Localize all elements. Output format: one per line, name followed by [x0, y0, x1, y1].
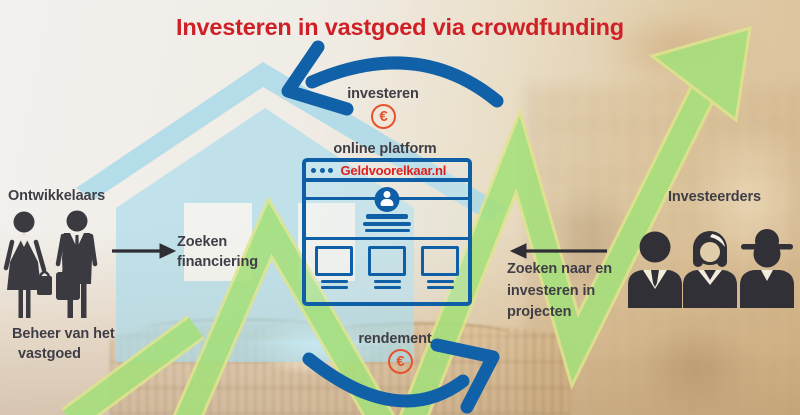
- platform-label: online platform: [333, 141, 437, 157]
- browser-dot-icon: [311, 167, 316, 173]
- developers-caption-line1: Beheer van het: [12, 326, 115, 342]
- card-text-line: [373, 280, 401, 283]
- project-cards-row: [306, 240, 468, 289]
- man-with-hat-bust-icon: [740, 229, 794, 308]
- euro-icon: €: [371, 104, 396, 129]
- card-image-box: [421, 246, 459, 276]
- text-placeholder-line: [366, 214, 408, 219]
- browser-window: Geldvoorelkaar.nl: [302, 158, 472, 306]
- developers-caption: Beheer van het vastgoed: [12, 324, 115, 364]
- project-card: [315, 246, 353, 289]
- profile-head: [383, 191, 391, 198]
- handbag-icon: [38, 270, 51, 277]
- investors-action-label: Zoeken naar en investeren in projecten: [507, 259, 612, 324]
- page-title: Investeren in vastgoed via crowdfunding: [176, 14, 624, 40]
- site-name: Geldvoorelkaar.nl: [340, 162, 447, 178]
- businesswoman-bust-icon: [683, 231, 737, 308]
- invest-flow-label: investeren: [347, 86, 419, 102]
- browser-titlebar: Geldvoorelkaar.nl: [306, 162, 468, 182]
- card-image-box: [368, 246, 406, 276]
- businessman-bust-icon: [628, 231, 682, 308]
- developers-caption-line2: vastgoed: [18, 346, 81, 362]
- developers-action-line2: financiering: [177, 254, 258, 270]
- developers-action-label: Zoeken financiering: [177, 232, 258, 272]
- arrow-right-icon: [112, 243, 177, 259]
- card-text-line: [426, 286, 454, 289]
- text-placeholder-line: [363, 222, 411, 226]
- investors-action-line2: investeren in: [507, 282, 596, 299]
- card-text-line: [373, 286, 401, 289]
- return-flow-label: rendement: [358, 331, 432, 347]
- growth-arrowhead: [648, 25, 752, 123]
- arrow-left-icon: [509, 243, 607, 259]
- browser-dot-icon: [319, 167, 325, 173]
- project-card: [421, 246, 459, 289]
- card-image-box: [315, 246, 353, 276]
- browser-dot-icon: [328, 167, 333, 173]
- invest-cycle-arrow-icon: [281, 40, 504, 116]
- man-figure-icon: [55, 210, 98, 318]
- developers-icon: [3, 210, 98, 318]
- euro-icon: €: [388, 349, 413, 374]
- profile-shoulders: [380, 199, 394, 206]
- project-card: [368, 246, 406, 289]
- investors-heading: Investeerders: [668, 189, 762, 205]
- investors-action-line3: projecten: [507, 304, 572, 320]
- investors-action-line1: Zoeken naar en: [507, 261, 612, 277]
- investors-icon: [628, 229, 794, 308]
- card-text-line: [320, 280, 348, 283]
- bokeh-blob: [640, 320, 750, 415]
- developers-action-line1: Zoeken: [177, 234, 228, 250]
- text-placeholder-line: [364, 228, 410, 232]
- woman-figure-icon: [3, 211, 52, 318]
- card-text-line: [320, 286, 348, 289]
- developers-heading: Ontwikkelaars: [8, 188, 106, 204]
- briefcase-icon: [61, 267, 75, 273]
- profile-icon: [374, 187, 400, 212]
- return-cycle-arrow-icon: [302, 338, 500, 414]
- browser-divider: [306, 237, 468, 240]
- card-text-line: [426, 280, 454, 283]
